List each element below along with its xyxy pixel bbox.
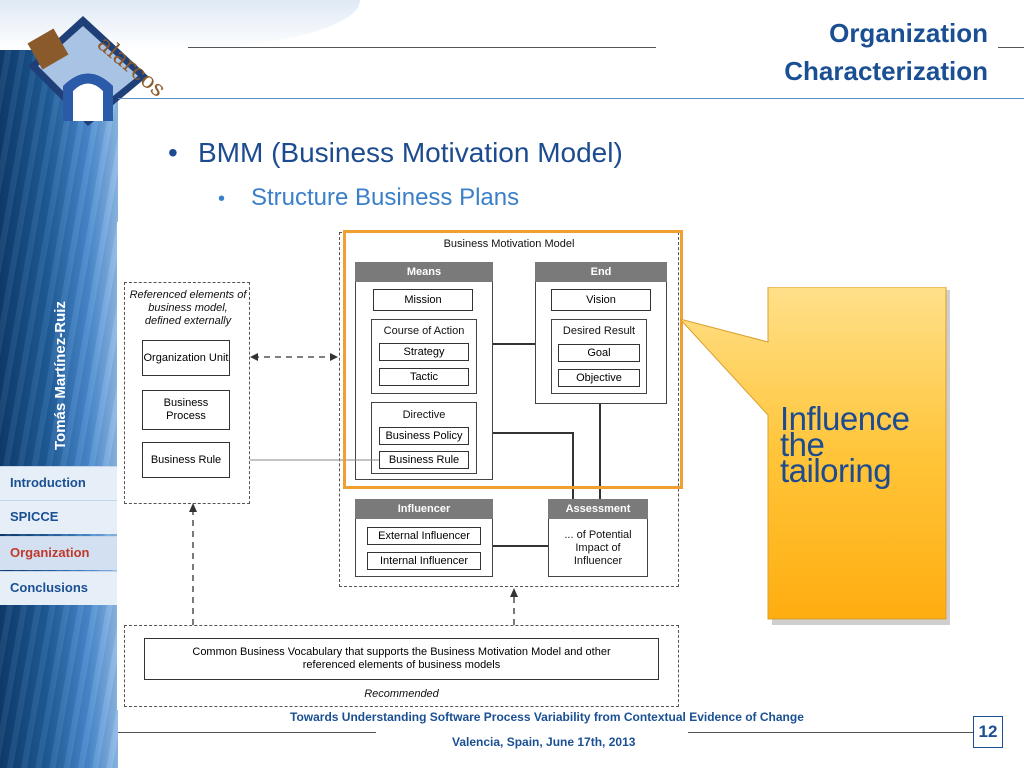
page-number: 12 — [973, 716, 1003, 748]
alarcos-logo: alarcos — [27, 16, 170, 126]
bullet-level1: • BMM (Business Motivation Model) — [168, 137, 623, 169]
callout-text: Influence the tailoring — [780, 400, 910, 489]
end-header: End — [535, 262, 667, 282]
footer-rule — [118, 732, 376, 733]
bmm-diagram: Referenced elements of business model, d… — [117, 222, 687, 710]
title-line: Characterization — [784, 56, 988, 86]
nav-spicce[interactable]: SPICCE — [0, 500, 118, 534]
directive-box — [371, 402, 477, 474]
footer-title: Towards Understanding Software Process V… — [290, 710, 804, 724]
bullet-dot: • — [168, 137, 178, 168]
nav-introduction[interactable]: Introduction — [0, 466, 118, 500]
title-underline — [118, 98, 1024, 99]
objective-box: Objective — [558, 369, 640, 387]
nav-organization[interactable]: Organization — [0, 536, 118, 570]
influencer-header: Influencer — [355, 499, 493, 519]
slide-title: Organization Characterization — [784, 14, 988, 90]
nav-label: Conclusions — [10, 580, 89, 595]
course-of-action-box — [371, 319, 477, 394]
directive-label: Directive — [402, 409, 446, 421]
vision-box: Vision — [551, 289, 651, 311]
bmm-highlight-frame — [343, 230, 683, 489]
left-sidebar — [0, 0, 118, 768]
external-elements-box — [124, 282, 250, 504]
title-rule — [188, 47, 656, 48]
callout-bubble — [680, 287, 950, 625]
course-of-action-label: Course of Action — [383, 325, 465, 337]
goal-box: Goal — [558, 344, 640, 362]
means-end-connector — [493, 343, 535, 345]
footer-date: Valencia, Spain, June 17th, 2013 — [452, 735, 636, 749]
bullet-dot: • — [218, 188, 226, 210]
author-vertical: Tomás Martínez-Ruiz — [46, 285, 74, 455]
strategy-box: Strategy — [379, 343, 469, 361]
external-title: Referenced elements of business model, d… — [129, 289, 247, 327]
bmm-title: Business Motivation Model — [443, 238, 575, 250]
internal-influencer-box: Internal Influencer — [367, 552, 481, 570]
nav-label: Introduction — [10, 475, 86, 490]
footer-rule — [688, 732, 973, 733]
tactic-box: Tactic — [379, 368, 469, 386]
directive-connector — [493, 432, 573, 434]
author-name: Tomás Martínez-Ruiz — [52, 301, 69, 450]
business-rule-box: Business Rule — [379, 451, 469, 469]
desired-result-label: Desired Result — [562, 325, 636, 337]
recommended-label: Recommended — [364, 688, 439, 700]
assessment-text: ... of Potential Impact of Influencer — [564, 529, 632, 567]
influencer-assessment-line — [493, 545, 548, 547]
business-policy-box: Business Policy — [379, 427, 469, 445]
recommended-frame — [124, 625, 679, 707]
mission-box: Mission — [373, 289, 473, 311]
bullet-text: BMM (Business Motivation Model) — [198, 137, 623, 168]
organization-unit-box: Organization Unit — [142, 340, 230, 376]
external-influencer-box: External Influencer — [367, 527, 481, 545]
desired-result-box — [551, 319, 647, 394]
diagram-arrows — [189, 353, 518, 625]
nav-conclusions[interactable]: Conclusions — [0, 571, 118, 605]
directive-assessment-line — [572, 432, 574, 499]
business-rule-ext-box: Business Rule — [142, 442, 230, 478]
title-rule — [998, 47, 1024, 48]
assessment-header: Assessment — [548, 499, 648, 519]
vocabulary-box: Common Business Vocabulary that supports… — [144, 638, 659, 680]
nav-label: SPICCE — [10, 509, 59, 524]
bullet-level2: • Structure Business Plans — [218, 184, 519, 212]
bullet-text: Structure Business Plans — [251, 184, 520, 211]
nav-label: Organization — [10, 545, 90, 560]
means-header: Means — [355, 262, 493, 282]
title-line: Organization — [829, 18, 988, 48]
business-process-box: Business Process — [142, 390, 230, 430]
end-assessment-line — [599, 404, 601, 499]
